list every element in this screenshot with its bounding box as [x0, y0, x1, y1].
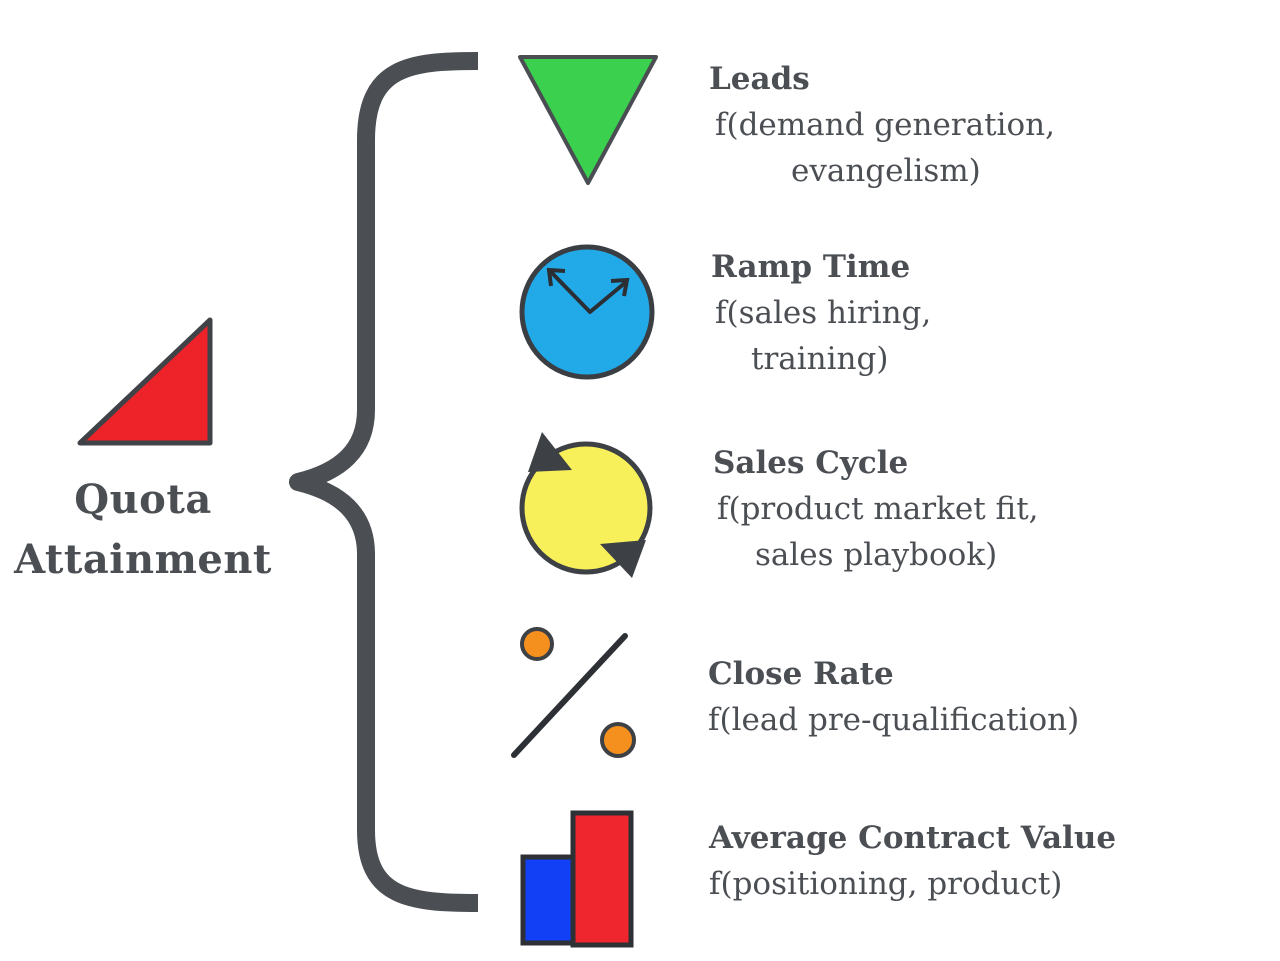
- item-average-contract-value: Average Contract Value f(positioning, pr…: [709, 815, 1116, 907]
- item-desc-line1: f(product market fit,: [717, 491, 1039, 527]
- item-desc-line1: f(lead pre-qualification): [708, 702, 1080, 738]
- item-desc-line1: f(sales hiring,: [715, 295, 932, 331]
- item-label: Sales Cycle: [713, 445, 909, 481]
- item-close-rate: Close Rate f(lead pre-qualification): [708, 651, 1079, 743]
- item-ramp-time: Ramp Time f(sales hiring, training): [711, 244, 931, 382]
- item-label: Leads: [709, 61, 810, 97]
- item-desc-line2: sales playbook): [755, 537, 998, 573]
- main-title-line2: Attainment: [14, 536, 272, 583]
- item-label: Ramp Time: [711, 249, 911, 285]
- red-triangle-icon: [77, 317, 213, 446]
- curly-brace: [289, 52, 479, 912]
- item-label: Average Contract Value: [709, 820, 1117, 856]
- percent-icon: [511, 627, 636, 758]
- cycle-arrows-icon: [519, 432, 653, 578]
- item-desc-line2: evangelism): [791, 153, 981, 189]
- item-sales-cycle: Sales Cycle f(product market fit, sales …: [713, 440, 1039, 578]
- bar-chart-icon: [520, 810, 634, 948]
- item-desc-line1: f(positioning, product): [709, 866, 1063, 902]
- item-leads: Leads f(demand generation, evangelism): [709, 56, 1055, 194]
- clock-icon: [519, 244, 655, 380]
- main-title-line1: Quota: [74, 476, 212, 523]
- item-label: Close Rate: [708, 656, 894, 692]
- inverted-triangle-icon: [518, 55, 658, 185]
- item-desc-line1: f(demand generation,: [715, 107, 1055, 143]
- item-desc-line2: training): [751, 341, 889, 377]
